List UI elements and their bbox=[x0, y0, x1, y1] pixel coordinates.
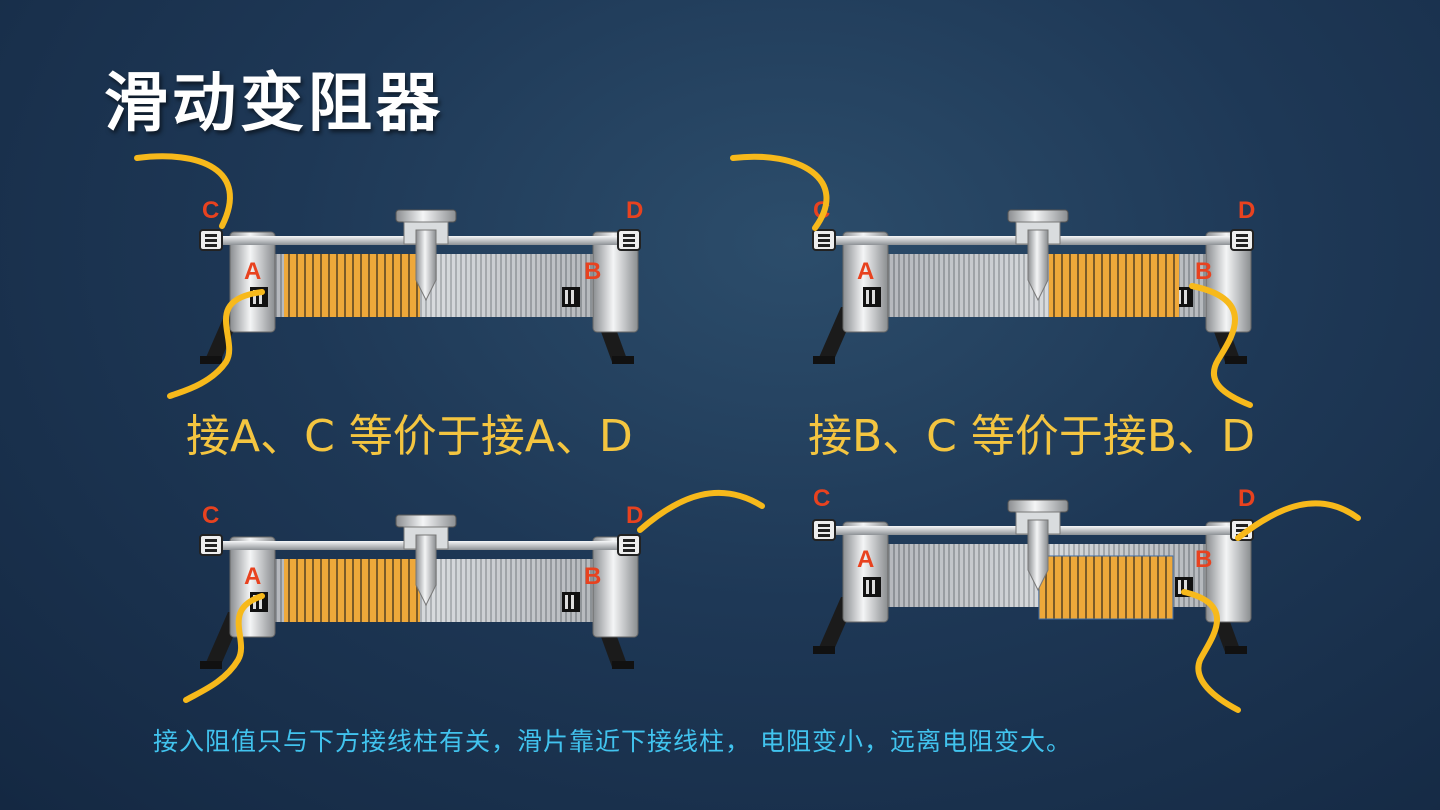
label-c: C bbox=[202, 197, 219, 224]
rheostat-bottom-right bbox=[812, 499, 1254, 655]
label-b: B bbox=[584, 258, 601, 285]
active-coil-section bbox=[1049, 254, 1179, 317]
active-coil-section bbox=[284, 559, 420, 622]
label-d: D bbox=[1238, 485, 1255, 512]
label-c: C bbox=[202, 502, 219, 529]
wire-a bbox=[183, 593, 265, 703]
wire-a bbox=[167, 289, 265, 399]
label-b: B bbox=[1195, 258, 1212, 285]
wire-b bbox=[1181, 589, 1241, 713]
label-a: A bbox=[857, 258, 874, 285]
label-d: D bbox=[626, 502, 643, 529]
label-a: A bbox=[857, 546, 874, 573]
wire-d bbox=[637, 490, 765, 533]
slide-title: 滑动变阻器 bbox=[104, 66, 444, 141]
label-d: D bbox=[626, 197, 643, 224]
rheostat-bottom-left bbox=[199, 514, 641, 670]
rheostat-top-right bbox=[812, 209, 1254, 365]
caption-bc-bd: 接B、C 等价于接B、D bbox=[808, 411, 1255, 462]
active-coil-section bbox=[284, 254, 420, 317]
wire-c bbox=[134, 153, 233, 229]
label-b: B bbox=[584, 563, 601, 590]
wire-c bbox=[730, 153, 830, 231]
wire-d bbox=[1235, 500, 1361, 541]
label-b: B bbox=[1195, 546, 1212, 573]
active-coil-section bbox=[1038, 555, 1174, 620]
label-a: A bbox=[244, 563, 261, 590]
label-c: C bbox=[813, 485, 830, 512]
wire-b bbox=[1189, 283, 1253, 408]
summary-note: 接入阻值只与下方接线柱有关，滑片靠近下接线柱， 电阻变小，远离电阻变大。 bbox=[153, 727, 1072, 756]
label-d: D bbox=[1238, 197, 1255, 224]
label-a: A bbox=[244, 258, 261, 285]
caption-ac-ad: 接A、C 等价于接A、D bbox=[186, 411, 633, 462]
rheostat-top-left bbox=[199, 209, 641, 365]
